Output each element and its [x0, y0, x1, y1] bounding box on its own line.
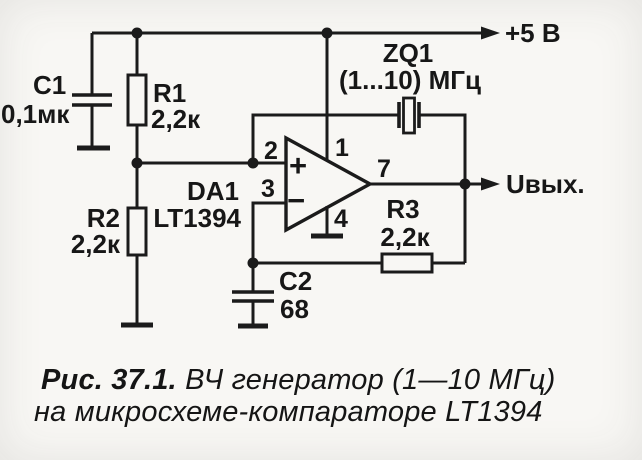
- da1-ref-label: DA1: [187, 176, 239, 206]
- power-rail: [92, 26, 500, 40]
- plus-sign: +: [289, 148, 307, 183]
- zq1-body: [402, 96, 416, 135]
- da1-value-label: LT1394: [153, 203, 241, 233]
- c1-ref-label: C1: [33, 70, 66, 100]
- resistor-r2: [121, 163, 153, 328]
- r1-value-label: 2,2к: [151, 104, 201, 134]
- pin2-label: 2: [264, 137, 278, 165]
- noninverting-net: [137, 113, 399, 165]
- capacitor-c1: [72, 33, 112, 151]
- junction-dot: [247, 157, 259, 169]
- crystal-zq1: [397, 96, 467, 263]
- r2-ref-label: R2: [87, 203, 120, 233]
- pin3-wire: [251, 201, 286, 263]
- power-arrow-icon: [481, 26, 500, 40]
- pin4-label: 4: [334, 205, 348, 233]
- r3-value-label: 2,2к: [380, 222, 430, 252]
- pin7-label: 7: [377, 155, 391, 183]
- zq1-value-label: (1...10) МГц: [339, 65, 481, 95]
- c2-ref-label: C2: [279, 266, 312, 296]
- caption-line2: на микросхеме-компараторе LT1394: [34, 396, 543, 428]
- pin3-label: 3: [261, 175, 275, 203]
- minus-sign: −: [287, 183, 305, 218]
- r3-body: [380, 252, 434, 274]
- c1-value-label: 0,1мк: [1, 99, 70, 129]
- r1-ref-label: R1: [153, 78, 186, 108]
- comparator-da1: [251, 33, 500, 263]
- resistor-r1: [126, 33, 148, 163]
- output-arrow-icon: [481, 177, 500, 191]
- zq1-ref-label: ZQ1: [383, 38, 434, 68]
- r2-value-label: 2,2к: [71, 229, 121, 259]
- figure-caption: Рис. 37.1. ВЧ генератор (1—10 МГц) на ми…: [34, 364, 614, 428]
- junction-dot: [247, 257, 259, 269]
- junction-dot: [459, 178, 471, 190]
- output-label: Uвых.: [506, 169, 585, 199]
- junction-dots: [131, 27, 471, 269]
- pin1-label: 1: [335, 134, 349, 162]
- power-label: +5 В: [505, 18, 561, 48]
- r1-body: [126, 73, 148, 127]
- c2-value-label: 68: [280, 294, 309, 324]
- crystal-left-wire: [251, 113, 399, 163]
- resistor-r3: [253, 252, 465, 274]
- caption-number: Рис. 37.1.: [41, 364, 177, 396]
- capacitor-c2: [232, 263, 274, 329]
- caption-title: ВЧ генератор (1—10 МГц): [176, 364, 556, 396]
- r3-ref-label: R3: [386, 194, 419, 224]
- crystal-right-wire: [419, 113, 467, 263]
- caption-line1: Рис. 37.1. ВЧ генератор (1—10 МГц): [34, 364, 614, 396]
- junction-dot: [131, 27, 143, 39]
- r2-body: [126, 206, 148, 257]
- junction-dot: [321, 27, 333, 39]
- junction-dot: [131, 157, 143, 169]
